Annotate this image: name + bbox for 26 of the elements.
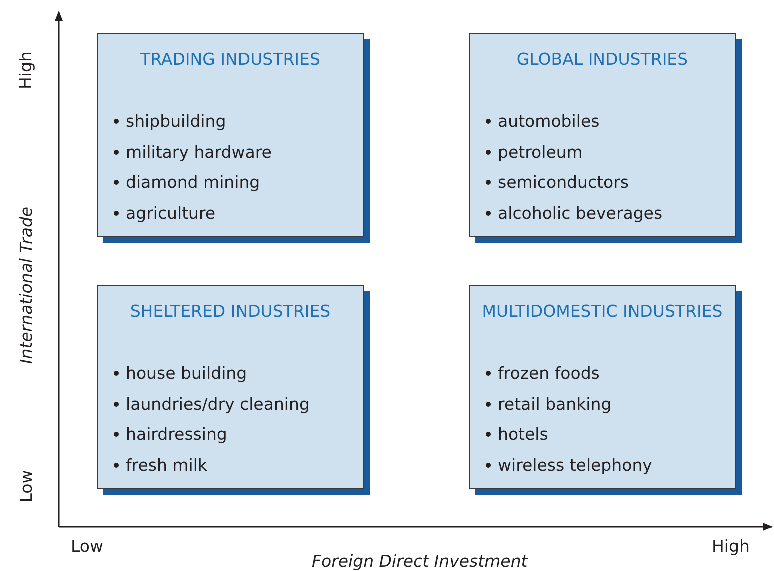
axis-tick-label: High (712, 537, 750, 556)
bullet-item: hairdressing (112, 420, 310, 450)
bullet-item: petroleum (484, 138, 663, 168)
bullet-item: retail banking (484, 390, 652, 420)
axis-tick-label: High (16, 51, 36, 89)
bullet-item: house building (112, 359, 310, 390)
bullet-item: alcoholic beverages (484, 198, 663, 229)
bullet-item: agriculture (112, 198, 272, 229)
axis-title: Foreign Direct Investment (312, 552, 528, 571)
bullet-item: semiconductors (484, 168, 663, 198)
bullet-item: military hardware (112, 138, 272, 168)
bullet-item: wireless telephony (484, 450, 652, 481)
axis-tick-label: Low (71, 537, 104, 556)
quadrant-heading: MULTIDOMESTIC INDUSTRIES (481, 301, 724, 323)
quadrant-heading: TRADING INDUSTRIES (140, 49, 322, 71)
quadrant-heading: SHELTERED INDUSTRIES (129, 301, 332, 323)
bullet-item: hotels (484, 420, 652, 450)
bullet-item: frozen foods (484, 359, 652, 390)
bullet-item: automobiles (484, 107, 663, 138)
bullet-item: fresh milk (112, 450, 310, 481)
quadrant-heading: GLOBAL INDUSTRIES (516, 49, 690, 71)
bullet-item: diamond mining (112, 168, 272, 198)
axis-title: International Trade (16, 206, 36, 364)
axis-tick-label: Low (16, 470, 36, 502)
bullet-item: laundries/dry cleaning (112, 390, 310, 420)
bullet-item: shipbuilding (112, 107, 272, 138)
